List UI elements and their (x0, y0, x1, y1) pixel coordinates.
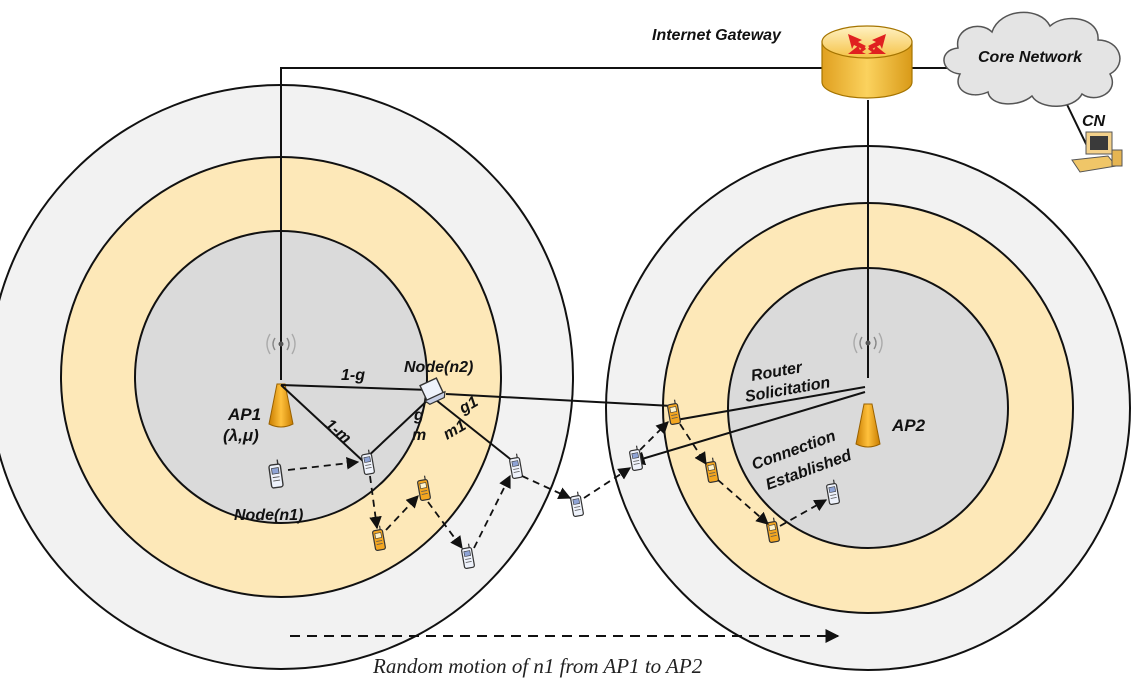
walk-step (427, 501, 463, 550)
cn-label: CN (1082, 113, 1106, 130)
walk-step (679, 423, 707, 466)
internet-gateway-label: Internet Gateway (652, 27, 782, 44)
node-n1-label: Node(n1) (234, 507, 303, 524)
node-n2-label: Node(n2) (404, 359, 473, 376)
link-n2-n1 (363, 397, 431, 461)
router-solicitation-line (675, 386, 866, 421)
motion-caption: Random motion of n1 from AP1 to AP2 (372, 654, 703, 678)
ap2-signalling (630, 386, 866, 466)
random-walk-path (287, 421, 828, 550)
link-n2-phone (435, 399, 515, 463)
link-ap1-n1 (280, 384, 365, 463)
link-n2-ap2-side (445, 393, 673, 407)
ap1-links (280, 384, 673, 463)
core-network-cloud-icon (943, 11, 1121, 107)
edge-1g-label: 1-g (341, 367, 365, 384)
link-ap1-n2 (280, 384, 431, 391)
edge-m-label: m (412, 427, 426, 444)
ap1-params-label: (λ,μ) (223, 426, 259, 445)
connection-established-line (630, 391, 866, 466)
walk-step (369, 475, 382, 530)
walk-step (521, 475, 572, 500)
edge-g-label: g (413, 407, 424, 424)
phone-icon (569, 490, 585, 518)
ap1-coverage (0, 84, 574, 670)
walk-step (779, 499, 828, 527)
backbone-links (280, 67, 1089, 380)
ap1-label: AP1 (227, 405, 261, 424)
node-n2-device-icon (419, 377, 446, 405)
core-network-label: Core Network (978, 49, 1083, 66)
walk-step (583, 467, 632, 499)
walk-step (473, 474, 511, 549)
internet-gateway-router-icon (821, 25, 913, 99)
walk-step (639, 421, 669, 451)
walk-step (385, 495, 419, 531)
ap2-label: AP2 (891, 416, 926, 435)
computer-icon (1071, 131, 1123, 173)
ap1-gateway-link (280, 67, 822, 380)
